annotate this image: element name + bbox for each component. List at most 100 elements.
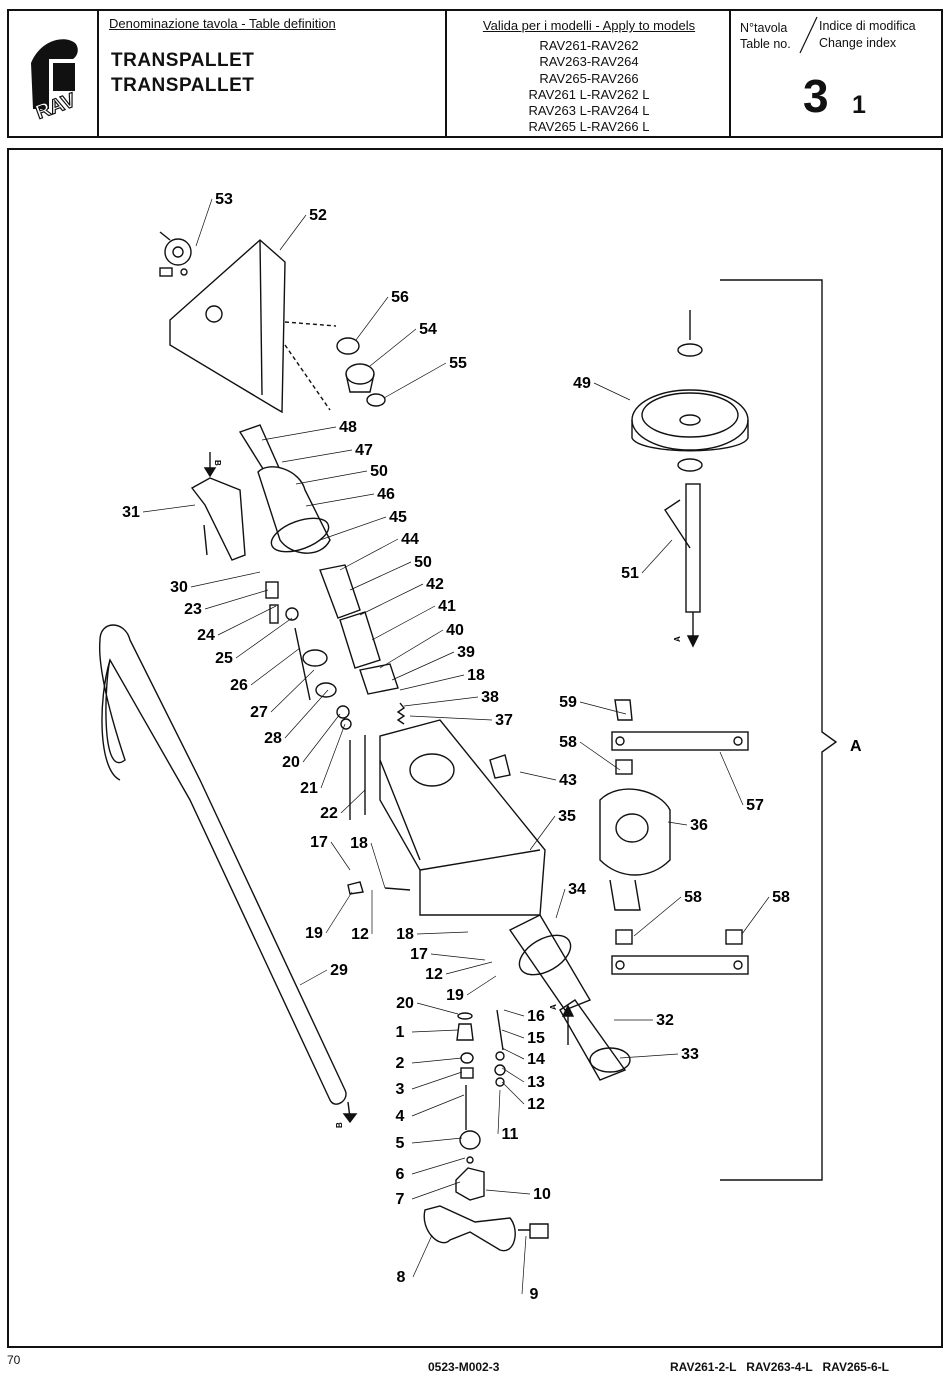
callout-number: 12: [425, 966, 443, 983]
leader-line: [741, 896, 770, 935]
callout-number: 7: [396, 1191, 405, 1208]
callout-number: 14: [527, 1051, 545, 1068]
callout-number: 25: [215, 650, 233, 667]
leader-line: [412, 1234, 433, 1278]
leader-line: [383, 362, 447, 399]
group-label: A: [850, 738, 862, 755]
leader-line: [235, 617, 293, 659]
callout-number: 21: [300, 780, 318, 797]
model-line: RAV265 L-RAV266 L: [528, 119, 650, 135]
leader-line: [529, 815, 556, 851]
leader-line: [501, 1081, 525, 1105]
callout-number: 45: [389, 509, 407, 526]
leader-line: [411, 1181, 461, 1200]
leader-line: [667, 821, 688, 826]
models-cell: Valida per i modelli - Apply to models R…: [445, 11, 731, 136]
arrow-label: A: [549, 1004, 558, 1010]
callout-number: 37: [495, 712, 513, 729]
leader-line: [411, 1157, 466, 1175]
leader-line: [445, 961, 493, 975]
arrow-label: B: [335, 1122, 344, 1128]
table-no-label-it: N°tavola: [740, 21, 788, 35]
callout-number: 36: [690, 817, 708, 834]
leader-lines: [142, 198, 770, 1295]
callout-number: 20: [282, 754, 300, 771]
leader-line: [371, 605, 436, 641]
callout-number: 8: [397, 1269, 406, 1286]
callout-number: 23: [184, 601, 202, 618]
callout-number: 41: [438, 598, 456, 615]
callout-number: 57: [746, 797, 764, 814]
callout-number: 50: [370, 463, 388, 480]
leader-line: [204, 589, 269, 610]
leader-line: [190, 571, 261, 588]
leader-line: [503, 1009, 525, 1017]
leader-line: [299, 969, 328, 986]
callout-number: 22: [320, 805, 338, 822]
callout-number: 12: [351, 926, 369, 943]
callout-number: 32: [656, 1012, 674, 1029]
leader-line: [250, 647, 301, 686]
callout-number: 40: [446, 622, 464, 639]
leader-line: [379, 629, 444, 669]
leader-line: [411, 1029, 459, 1033]
leader-line: [485, 1189, 531, 1195]
callout-number: 9: [530, 1286, 539, 1303]
table-definition-label: Denominazione tavola - Table definition: [109, 16, 336, 31]
callout-number: 31: [122, 504, 140, 521]
document-code: 0523-M002-3: [428, 1360, 500, 1374]
leader-line: [411, 1057, 463, 1064]
change-index-label: Indice di modifica Change index: [819, 18, 916, 52]
callout-number: 18: [467, 667, 485, 684]
callout-number: 1: [396, 1024, 405, 1041]
leader-line: [411, 1071, 463, 1090]
callout-number: 18: [396, 926, 414, 943]
model-line: RAV263 L-RAV264 L: [528, 103, 650, 119]
callout-labels: 5352565455494847504645443150424140391838…: [122, 191, 790, 1303]
leader-line: [320, 723, 346, 789]
callout-number: 54: [419, 321, 437, 338]
rav-logo-mark: RAV: [31, 39, 80, 125]
leader-line: [391, 651, 455, 681]
callout-number: 39: [457, 644, 475, 661]
callout-number: 20: [396, 995, 414, 1012]
leader-line: [217, 605, 277, 636]
leader-line: [409, 715, 493, 721]
callout-number: 33: [681, 1046, 699, 1063]
callout-number: 51: [621, 565, 639, 582]
leader-line: [349, 561, 412, 591]
callout-number: 58: [772, 889, 790, 906]
model-line: RAV263-RAV264: [539, 54, 639, 70]
callout-number: 4: [396, 1108, 405, 1125]
callout-number: 58: [684, 889, 702, 906]
callout-number: 55: [449, 355, 467, 372]
callout-number: 29: [330, 962, 348, 979]
leader-line: [359, 583, 424, 616]
leader-line: [501, 1067, 525, 1083]
callout-number: 3: [396, 1081, 405, 1098]
parts-drawing: [98, 231, 838, 1252]
callout-number: 42: [426, 576, 444, 593]
leader-line: [369, 328, 417, 367]
callout-number: 18: [350, 835, 368, 852]
callout-number: 44: [401, 531, 419, 548]
exploded-diagram: 5352565455494847504645443150424140391838…: [98, 191, 862, 1303]
callout-number: 13: [527, 1074, 545, 1091]
callout-number: 24: [197, 627, 215, 644]
models-list: RAV261-RAV262 RAV263-RAV264 RAV265-RAV26…: [447, 38, 731, 136]
callout-number: 17: [310, 834, 328, 851]
callout-number: 26: [230, 677, 248, 694]
models-label: Valida per i modelli - Apply to models: [482, 18, 696, 33]
model-line: RAV265-RAV266: [539, 70, 639, 86]
divider-slash: [799, 16, 818, 54]
leader-line: [619, 1053, 679, 1059]
leader-line: [302, 713, 341, 763]
callout-number: 11: [502, 1126, 519, 1143]
leader-line: [355, 296, 389, 341]
table-definition-cell: Denominazione tavola - Table definition …: [97, 11, 447, 136]
page-number: 70: [7, 1353, 21, 1367]
leader-line: [430, 953, 486, 961]
leader-line: [281, 449, 353, 463]
leader-line: [295, 470, 368, 485]
